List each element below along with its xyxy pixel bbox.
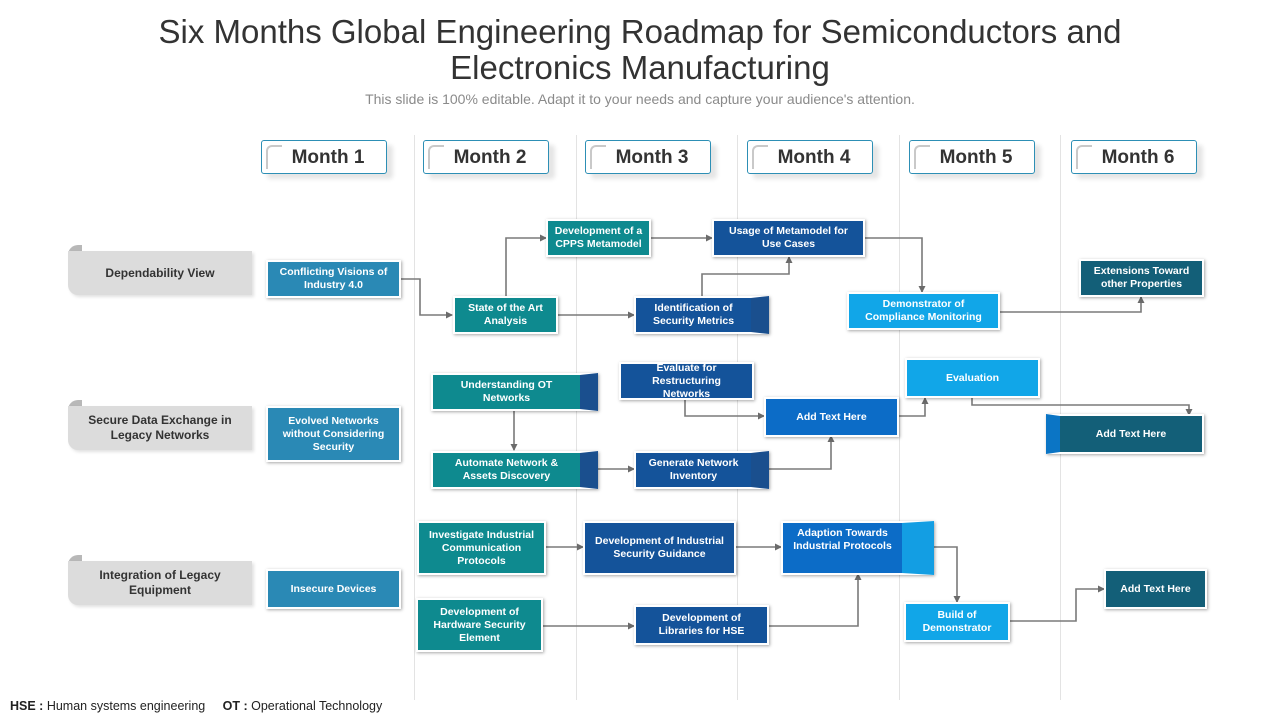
box-text: Evolved Networks without Considering Sec… [282,414,385,453]
box-evaluation: Evaluation [905,358,1040,398]
connector-arrow [701,256,793,298]
box-text: Development of Industrial Security Guida… [595,535,724,560]
title-line-2: Electronics Manufacturing [450,49,830,86]
connector-arrow [400,278,453,319]
month-label: Month 4 [777,147,851,168]
box-text: Development of a CPPS Metamodel [554,225,643,250]
connector-arrow [934,546,961,603]
footer-legend: HSE : Human systems engineering OT : Ope… [10,699,382,713]
box-text: Understanding OT Networks [460,379,553,404]
box-automate-network: Automate Network & Assets Discovery [431,451,598,489]
box-metamodel-use-cases: Usage of Metamodel for Use Cases [712,219,865,257]
box-add-text-2: Add Text Here [1046,414,1204,454]
box-state-of-art: State of the Art Analysis [453,296,558,334]
box-libraries-hse: Development of Libraries for HSE [634,605,769,645]
connector-arrow [768,573,862,627]
column-divider [414,135,415,700]
title-line-1: Six Months Global Engineering Roadmap fo… [158,13,1122,50]
connector-arrow [1009,585,1105,622]
connector-arrow [865,237,926,293]
box-text: Usage of Metamodel for Use Cases [728,225,849,250]
box-security-metrics: Identification of Security Metrics [634,296,769,334]
connector-arrow [768,435,835,470]
box-conflicting-visions: Conflicting Visions of Industry 4.0 [266,260,401,298]
box-extensions: Extensions Toward other Properties [1079,259,1204,297]
connector-arrow [684,399,765,420]
legend-hse-value: Human systems engineering [46,699,206,713]
row-label-dependability: Dependability View [68,245,252,295]
connector-arrow [505,234,547,298]
connector-arrow [999,296,1145,313]
box-add-text-3: Add Text Here [1104,569,1207,609]
box-text: Extensions Toward other Properties [1093,265,1190,290]
box-text: Add Text Here [1120,582,1191,595]
row-label-integration: Integration of Legacy Equipment [68,555,252,605]
column-divider [576,135,577,700]
box-text: Add Text Here [796,410,867,423]
month-label: Month 1 [291,147,365,168]
box-text: Automate Network & Assets Discovery [454,457,559,482]
legend-ot-value: Operational Technology [251,699,383,713]
box-text: Adaption Towards Industrial Protocols [793,527,892,552]
box-add-text-1: Add Text Here [764,397,899,437]
legend-hse-key: HSE : [10,699,44,713]
box-evaluate-restructuring: Evaluate for Restructuring Networks [619,362,754,400]
row-label-text: Integration of Legacy Equipment [68,561,252,605]
month-header-1: Month 1 [261,140,387,174]
month-header-2: Month 2 [423,140,549,174]
box-text: Generate Network Inventory [648,457,739,482]
month-label: Month 6 [1101,147,1175,168]
row-label-text: Dependability View [68,251,252,295]
box-generate-inventory: Generate Network Inventory [634,451,769,489]
box-text: Evaluate for Restructuring Networks [652,361,721,400]
box-text: Development of Libraries for HSE [658,612,745,637]
row-label-secure-data: Secure Data Exchange in Legacy Networks [68,400,252,450]
box-understanding-ot: Understanding OT Networks [431,373,598,411]
box-text: Identification of Security Metrics [652,302,735,327]
connector-arrow [897,397,929,417]
box-adaption-protocols: Adaption Towards Industrial Protocols [781,521,934,575]
box-text: Development of Hardware Security Element [433,605,526,644]
page-subtitle: This slide is 100% editable. Adapt it to… [365,91,915,107]
month-header-3: Month 3 [585,140,711,174]
column-divider [737,135,738,700]
row-label-text: Secure Data Exchange in Legacy Networks [68,406,252,450]
box-build-demonstrator: Build of Demonstrator [904,602,1010,642]
box-text: Insecure Devices [290,582,377,595]
box-cpps-metamodel: Development of a CPPS Metamodel [546,219,651,257]
box-text: Conflicting Visions of Industry 4.0 [279,266,388,291]
month-label: Month 5 [939,147,1013,168]
box-text: State of the Art Analysis [468,302,543,327]
box-investigate-protocols: Investigate Industrial Communication Pro… [417,521,546,575]
box-hardware-security: Development of Hardware Security Element [416,598,543,652]
legend-ot-key: OT : [222,699,248,713]
connector-arrow [971,397,1193,416]
box-compliance-monitoring: Demonstrator of Compliance Monitoring [847,292,1000,330]
month-label: Month 2 [453,147,527,168]
month-header-5: Month 5 [909,140,1035,174]
box-insecure-devices: Insecure Devices [266,569,401,609]
box-text: Build of Demonstrator [922,609,992,634]
month-header-6: Month 6 [1071,140,1197,174]
box-evolved-networks: Evolved Networks without Considering Sec… [266,406,401,462]
month-header-4: Month 4 [747,140,873,174]
box-text: Evaluation [945,371,1000,384]
column-divider [899,135,900,700]
box-text: Investigate Industrial Communication Pro… [428,528,535,567]
box-text: Add Text Here [1095,427,1167,440]
month-label: Month 3 [615,147,689,168]
box-security-guidance: Development of Industrial Security Guida… [583,521,736,575]
box-text: Demonstrator of Compliance Monitoring [865,298,982,323]
page-title: Six Months Global Engineering Roadmap fo… [0,14,1280,86]
